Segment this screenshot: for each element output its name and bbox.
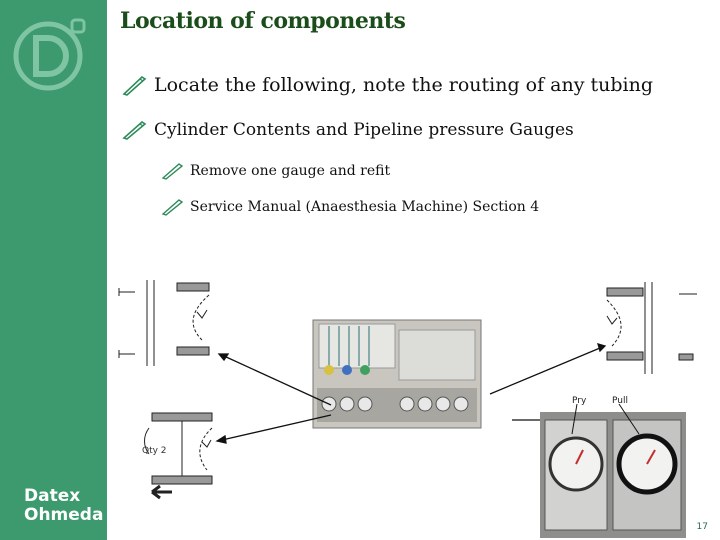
d-logo-icon (13, 18, 86, 91)
bullet-item: Cylinder Contents and Pipeline pressure … (120, 120, 574, 140)
brand-logo: Datex Ohmeda (24, 487, 103, 525)
bullet-text: Service Manual (Anaesthesia Machine) Sec… (190, 199, 540, 215)
bullet-text: Locate the following, note the routing o… (154, 74, 654, 96)
gauges-photo (540, 403, 686, 538)
sub-bullet-item: Service Manual (Anaesthesia Machine) Sec… (160, 198, 539, 216)
gauge-removal-drawing-bottom-left (144, 412, 213, 500)
gauge-removal-drawing-top-left (118, 280, 210, 366)
page-number: 17 (696, 522, 708, 532)
machine-photo (312, 319, 482, 429)
sub-bullet-item: Remove one gauge and refit (160, 162, 390, 180)
sidebar: Datex Ohmeda (0, 0, 107, 540)
pencil-icon (161, 163, 184, 180)
gauge-diagram (118, 280, 697, 538)
brand-line2: Ohmeda (24, 505, 104, 525)
pull-label: Pull (612, 396, 628, 406)
qty-label: Qty 2 (142, 446, 167, 456)
pencil-icon (122, 75, 147, 96)
bullet-text: Remove one gauge and refit (190, 163, 391, 179)
bullet-text: Cylinder Contents and Pipeline pressure … (154, 120, 574, 140)
slide-title: Location of components (120, 8, 406, 34)
bullet-item: Locate the following, note the routing o… (120, 74, 653, 96)
pencil-icon (122, 120, 147, 140)
gauge-removal-drawing-top-right (606, 282, 697, 374)
pointer-arrows (215, 343, 607, 444)
brand-line1: Datex (24, 486, 81, 506)
pry-label: Pry (572, 396, 587, 406)
pencil-icon (161, 199, 184, 216)
